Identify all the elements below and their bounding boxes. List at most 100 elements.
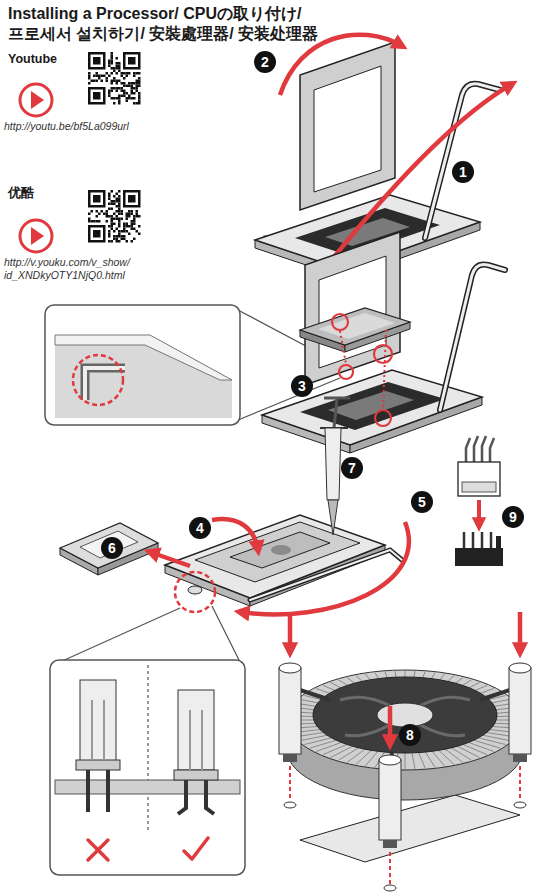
socket-open xyxy=(425,84,500,238)
paste-syringe xyxy=(324,397,350,400)
alignment-mark xyxy=(383,330,386,409)
qr-code xyxy=(126,55,139,68)
qr-code xyxy=(121,230,124,233)
qr-code xyxy=(96,72,99,75)
qr-code xyxy=(118,97,121,100)
qr-code xyxy=(106,80,109,83)
qr-code xyxy=(88,213,91,216)
qr-code xyxy=(113,87,116,90)
socket-with-cpu xyxy=(328,391,414,420)
qr-code xyxy=(118,95,121,98)
socket-cover xyxy=(60,523,158,568)
qr-code xyxy=(128,233,131,236)
qr-code xyxy=(126,240,129,243)
qr-code xyxy=(116,238,119,241)
fan-connector xyxy=(466,436,494,462)
qr-code xyxy=(118,205,121,208)
qr-code xyxy=(88,52,106,70)
qr-code xyxy=(123,230,126,233)
qr-code xyxy=(101,80,104,83)
qr-code xyxy=(123,238,126,241)
cpu-cooler xyxy=(377,703,433,727)
qr-code xyxy=(133,238,136,241)
pin-inset xyxy=(50,660,245,875)
qr-code xyxy=(113,230,116,233)
play-icon xyxy=(20,220,52,252)
qr-code xyxy=(118,203,121,206)
qr-code xyxy=(121,82,124,85)
qr-code xyxy=(121,210,124,213)
qr-code xyxy=(113,195,116,198)
qr-code xyxy=(136,210,139,213)
paste-syringe xyxy=(328,500,338,535)
qr-code xyxy=(121,90,124,93)
qr-code xyxy=(118,220,121,223)
qr-code xyxy=(108,208,111,211)
qr-code xyxy=(128,195,136,203)
qr-code xyxy=(91,210,94,213)
cpu-cooler xyxy=(379,760,401,840)
alignment-mark xyxy=(374,345,392,363)
socket-open xyxy=(314,66,381,192)
qr-code xyxy=(138,85,141,88)
red-arrow xyxy=(290,766,520,884)
qr-code xyxy=(126,230,129,233)
socket-closed xyxy=(188,586,202,594)
qr-code xyxy=(91,80,94,83)
red-arrow xyxy=(288,612,293,652)
qr-code xyxy=(128,97,131,100)
qr-code xyxy=(133,228,136,231)
red-arrow xyxy=(212,519,258,550)
qr-code xyxy=(133,220,136,223)
qr-code xyxy=(126,100,129,103)
qr-code xyxy=(118,195,121,198)
alignment-mark xyxy=(340,331,346,364)
qr-code xyxy=(118,218,121,221)
qr-code xyxy=(116,240,119,243)
qr-code xyxy=(118,65,121,68)
socket-closed xyxy=(250,550,402,600)
qr-code xyxy=(126,97,129,100)
zoom-inset xyxy=(45,305,240,425)
paste-syringe xyxy=(325,428,341,500)
qr-code xyxy=(128,210,131,213)
socket-closed xyxy=(195,522,360,582)
qr-code xyxy=(116,200,119,203)
zoom-inset xyxy=(85,368,125,400)
red-arrow xyxy=(280,35,512,262)
pin-inset xyxy=(88,770,108,812)
qr-code xyxy=(108,75,111,78)
qr-code xyxy=(121,235,124,238)
qr-code xyxy=(108,193,111,196)
qr-code xyxy=(111,82,114,85)
qr-code xyxy=(88,220,91,223)
qr-code xyxy=(113,97,116,100)
video-site-name: 优酷 xyxy=(8,186,68,201)
socket-closed xyxy=(250,550,402,600)
cpu-cooler xyxy=(300,690,510,770)
qr-code xyxy=(108,92,111,95)
qr-code xyxy=(108,62,111,65)
qr-code xyxy=(88,87,106,105)
qr-code xyxy=(113,235,116,238)
qr-code xyxy=(93,80,96,83)
qr-code xyxy=(133,215,136,218)
qr-code xyxy=(116,205,119,208)
pin-inset xyxy=(190,710,202,770)
fan-connector xyxy=(496,536,501,550)
qr-code xyxy=(111,60,114,63)
fan-connector xyxy=(455,436,503,566)
qr-code xyxy=(136,215,139,218)
qr-code xyxy=(133,82,136,85)
verdict-mark xyxy=(184,838,208,859)
qr-code xyxy=(133,218,136,221)
qr-code xyxy=(136,102,139,105)
qr-code xyxy=(111,90,114,93)
qr-code xyxy=(113,80,116,83)
qr-code xyxy=(111,223,114,226)
qr-code xyxy=(123,82,126,85)
qr-code xyxy=(108,235,111,238)
qr-code xyxy=(118,200,121,203)
pin-inset xyxy=(212,606,240,662)
